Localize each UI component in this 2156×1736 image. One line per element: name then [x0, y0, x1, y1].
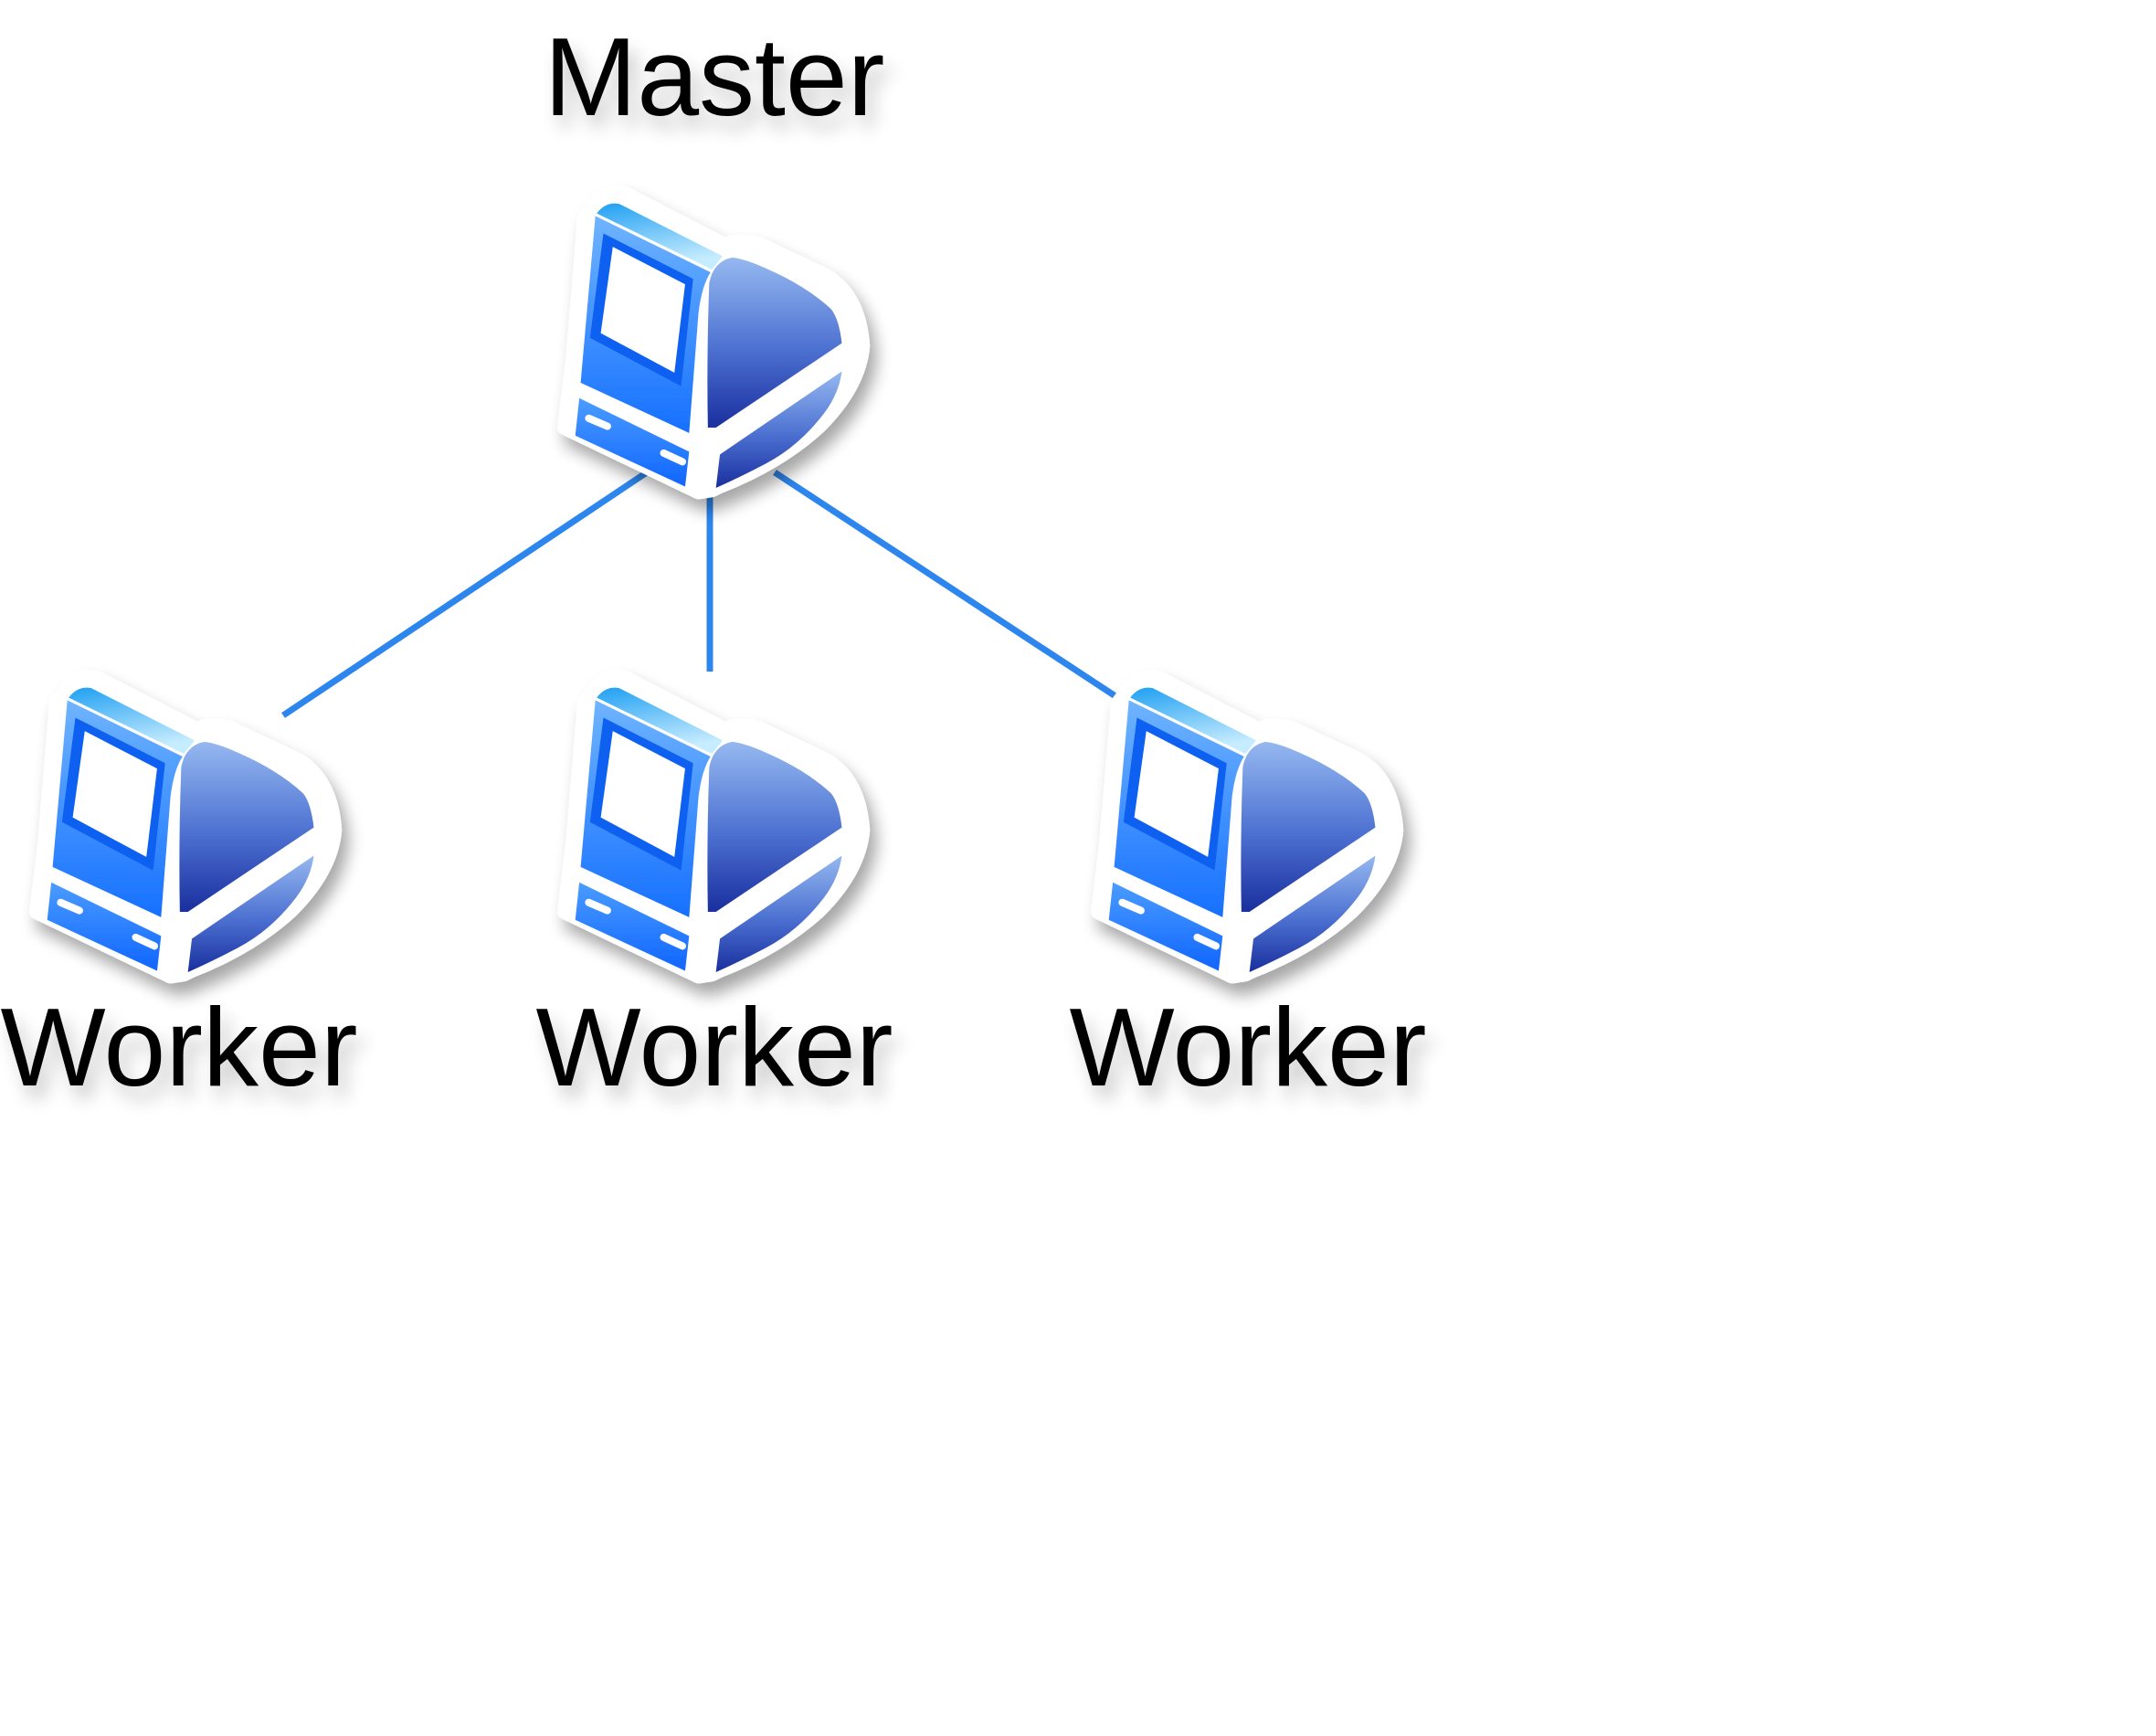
- worker-label: Worker: [536, 985, 893, 1109]
- computer-icon: [565, 193, 862, 492]
- worker-label: Worker: [1070, 985, 1427, 1109]
- worker-label: Worker: [1, 985, 358, 1109]
- connector-master-worker-1: [281, 470, 649, 718]
- master-node: Master: [544, 15, 885, 492]
- master-label: Master: [544, 15, 885, 139]
- computer-icon: [565, 677, 862, 977]
- worker-node-2: Worker: [536, 677, 893, 1109]
- computer-icon: [1098, 677, 1396, 977]
- worker-node-1: Worker: [1, 677, 358, 1109]
- worker-node-3: Worker: [1070, 677, 1427, 1109]
- computer-icon: [37, 677, 334, 977]
- connector-master-worker-3: [773, 470, 1144, 716]
